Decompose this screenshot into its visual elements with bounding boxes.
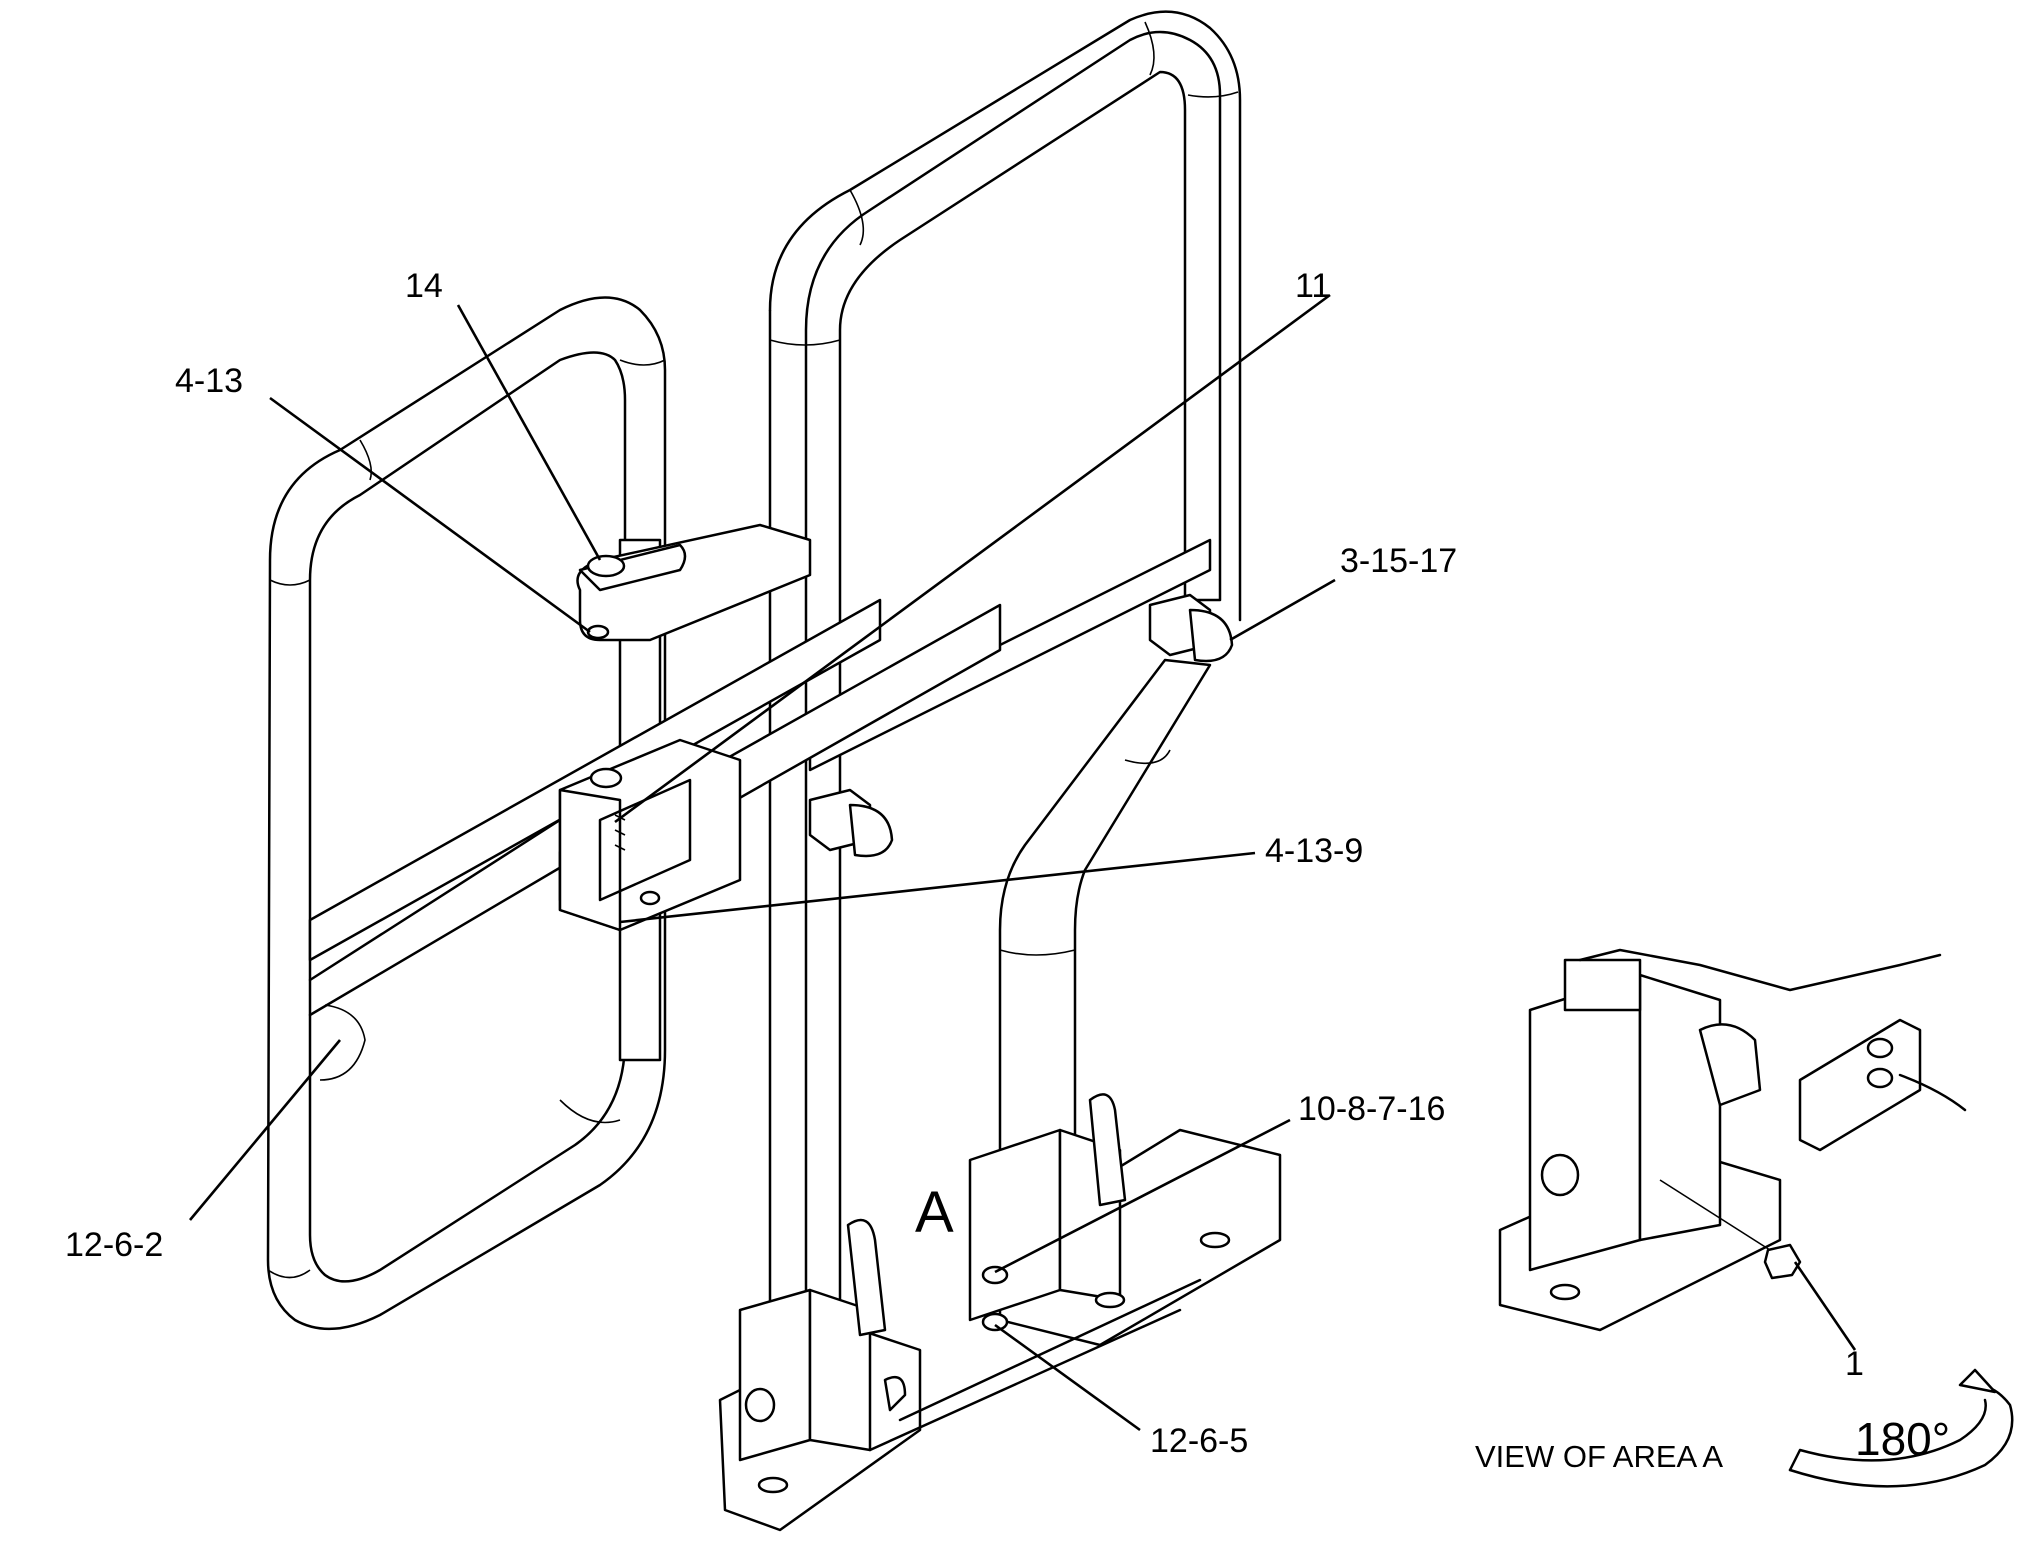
tall-handrail-frame bbox=[768, 10, 1242, 1472]
right-latch-lever bbox=[1088, 1093, 1127, 1207]
leader-4-13-9 bbox=[619, 851, 1256, 924]
swing-gate-frame bbox=[266, 296, 667, 1331]
detail-view-caption: VIEW OF AREA A bbox=[1475, 1439, 1723, 1474]
fitting-upper bbox=[981, 1265, 1009, 1285]
left-latch-lever bbox=[846, 1218, 887, 1337]
callout-3-15-17: 3-15-17 bbox=[1340, 542, 1457, 580]
leader-10-8-7-16 bbox=[994, 1118, 1291, 1274]
callout-12-6-2: 12-6-2 bbox=[65, 1226, 163, 1264]
detail-view-area-a bbox=[1498, 948, 1967, 1332]
leader-14 bbox=[456, 304, 602, 561]
latch-pin bbox=[589, 767, 623, 789]
area-marker-a: A bbox=[915, 1180, 954, 1245]
callout-14: 14 bbox=[405, 267, 443, 305]
leader-lines bbox=[189, 293, 1857, 1432]
leader-3-15-17 bbox=[1229, 578, 1336, 642]
leader-1 bbox=[1793, 1261, 1857, 1351]
upper-hinge-plate bbox=[576, 523, 812, 642]
leader-12-6-5 bbox=[994, 1323, 1141, 1432]
callout-4-13-9: 4-13-9 bbox=[1265, 832, 1363, 870]
rotation-arrow bbox=[1788, 1368, 2014, 1488]
fitting-lower bbox=[981, 1312, 1009, 1332]
leader-11 bbox=[614, 293, 1331, 824]
leader-12-6-2 bbox=[189, 1039, 341, 1221]
rotation-label: 180° bbox=[1855, 1413, 1950, 1465]
left-base-bracket bbox=[718, 1218, 922, 1532]
callout-12-6-5: 12-6-5 bbox=[1150, 1422, 1248, 1460]
callout-1: 1 bbox=[1845, 1345, 1864, 1383]
floor-rail bbox=[868, 1308, 1182, 1452]
grease-fitting-1 bbox=[1763, 1243, 1802, 1280]
bumper-lower bbox=[808, 788, 894, 858]
latch-block bbox=[558, 738, 742, 932]
hinge-pin-head bbox=[586, 554, 626, 578]
right-base-bracket bbox=[968, 1093, 1282, 1347]
bumper-upper bbox=[1148, 593, 1234, 663]
leader-4-13 bbox=[269, 396, 591, 634]
callout-4-13: 4-13 bbox=[175, 362, 243, 400]
callout-11: 11 bbox=[1295, 267, 1330, 305]
callout-10-8-7-16: 10-8-7-16 bbox=[1298, 1090, 1445, 1128]
